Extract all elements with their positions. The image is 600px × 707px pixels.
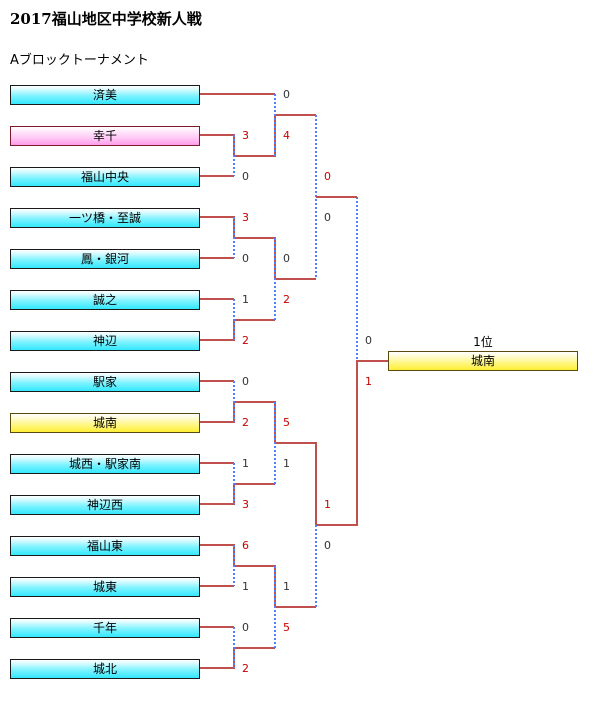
team-box-hitotsubashi-shisei: 一ツ橋・至誠 [10, 208, 200, 228]
score-r2-mid-upper: 0 [283, 252, 290, 265]
team-box-ekiya: 駅家 [10, 372, 200, 392]
score-final-upper: 0 [365, 334, 372, 347]
team-box-chitose: 千年 [10, 618, 200, 638]
team-box-kouchi: 幸千 [10, 126, 200, 146]
score-otori: 0 [242, 252, 249, 265]
champion-box: 城南 [388, 351, 578, 371]
bracket-subtitle: Aブロックトーナメント [10, 53, 149, 68]
team-box-seishi: 誠之 [10, 290, 200, 310]
team-box-josai-ekiyaminami: 城西・駅家南 [10, 454, 200, 474]
first-place-label: 1位 [473, 335, 493, 349]
path-johoku [200, 647, 275, 669]
team-box-johoku: 城北 [10, 659, 200, 679]
score-johoku: 2 [242, 662, 249, 675]
score-jonan: 2 [242, 416, 249, 429]
score-seishi: 1 [242, 293, 249, 306]
score-r3-upper-b: 0 [324, 211, 331, 224]
team-box-fukuyama-higashi: 福山東 [10, 536, 200, 556]
score-fukuyama-chuo: 0 [242, 170, 249, 183]
path-kouchi [200, 114, 316, 157]
team-box-otori-ginga: 鳳・銀河 [10, 249, 200, 269]
score-r2-mid-lower: 2 [283, 293, 290, 306]
team-box-fukuyama-chuo: 福山中央 [10, 167, 200, 187]
score-r2-josai-side: 1 [283, 457, 290, 470]
path-fukuyama-higashi [200, 544, 316, 608]
score-kannabe-nishi: 3 [242, 498, 249, 511]
score-seimi: 0 [283, 88, 290, 101]
path-jonan [200, 360, 388, 526]
team-box-kannabe-nishi: 神辺西 [10, 495, 200, 515]
score-joto: 1 [242, 580, 249, 593]
path-kannabe-nishi [200, 483, 275, 505]
score-josai: 1 [242, 457, 249, 470]
score-r2-bottom-upper: 1 [283, 580, 290, 593]
score-hitotsubashi: 3 [242, 211, 249, 224]
team-box-joto: 城東 [10, 577, 200, 597]
page-title: 2017福山地区中学校新人戦 [10, 10, 202, 28]
score-kannabe: 2 [242, 334, 249, 347]
score-r3-lower-b: 0 [324, 539, 331, 552]
score-r3-lower-a: 1 [324, 498, 331, 511]
score-ekiya: 0 [242, 375, 249, 388]
score-r2-jonan-side: 5 [283, 416, 290, 429]
score-kouchi: 3 [242, 129, 249, 142]
score-r3-upper-a: 0 [324, 170, 331, 183]
score-final-lower: 1 [365, 375, 372, 388]
path-hitotsubashi [200, 216, 316, 280]
score-fukuyama-higashi: 6 [242, 539, 249, 552]
score-r2-bottom-lower: 5 [283, 621, 290, 634]
team-box-seimi: 済美 [10, 85, 200, 105]
path-kannabe [200, 319, 275, 341]
score-r2-top-upper: 4 [283, 129, 290, 142]
score-chitose: 0 [242, 621, 249, 634]
team-box-kannabe: 神辺 [10, 331, 200, 351]
team-box-jonan: 城南 [10, 413, 200, 433]
